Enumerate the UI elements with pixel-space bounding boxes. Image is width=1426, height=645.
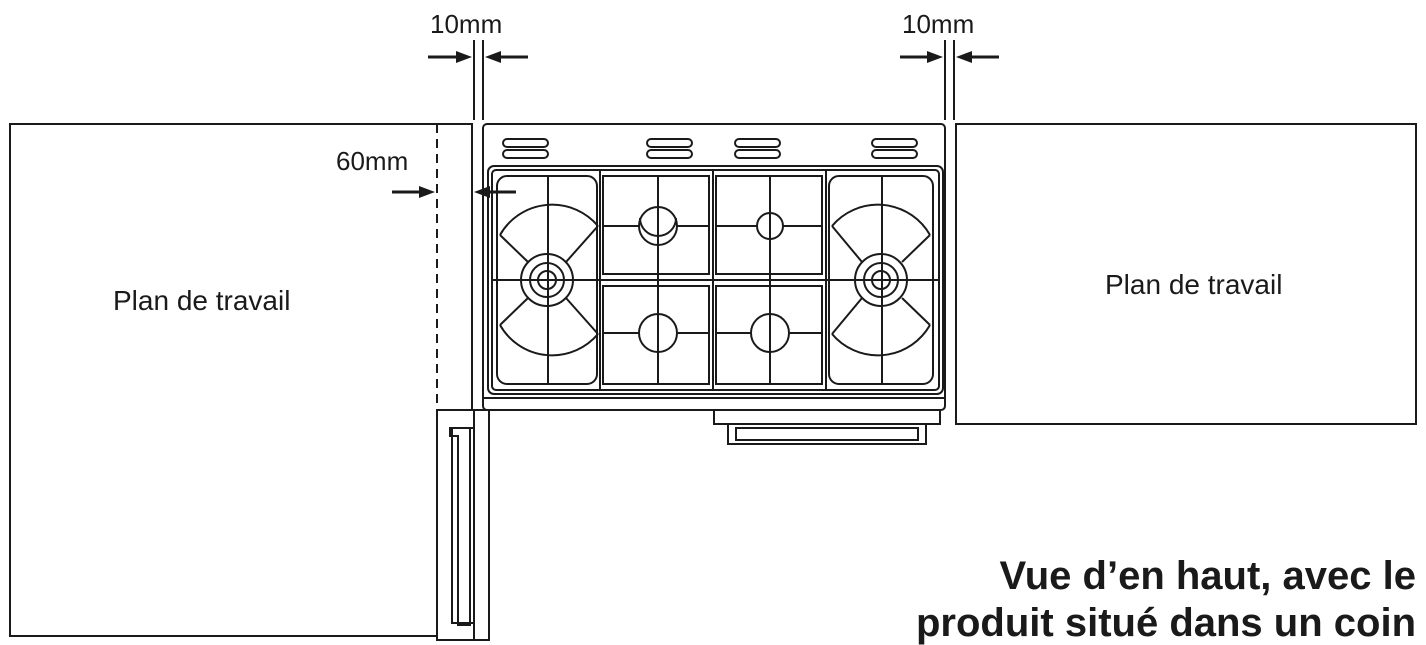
control-knobs bbox=[502, 138, 918, 159]
gap-right-extension-lines bbox=[944, 40, 955, 120]
range-cooker bbox=[482, 123, 946, 445]
cabinet-door bbox=[436, 409, 490, 641]
gap-left-label: 10mm bbox=[430, 9, 502, 39]
burner-front-right bbox=[716, 313, 822, 353]
worktop-right-label: Plan de travail bbox=[1105, 269, 1282, 300]
burner-wok-left bbox=[499, 203, 599, 357]
worktop-right-outline bbox=[955, 123, 1417, 425]
burner-front-left bbox=[603, 313, 709, 353]
gap-right-label: 10mm bbox=[902, 9, 974, 39]
worktop-left-outline bbox=[9, 123, 473, 637]
worktop-left-label: Plan de travail bbox=[113, 285, 290, 316]
burner-rear-left bbox=[603, 206, 709, 246]
caption-line-1: Vue d’en haut, avec le bbox=[1000, 554, 1416, 598]
side-clearance-label: 60mm bbox=[336, 146, 408, 176]
gap-left-extension-lines bbox=[473, 40, 484, 120]
gap-left-arrows bbox=[428, 51, 528, 63]
burner-wok-right bbox=[831, 203, 931, 357]
burner-rear-right bbox=[716, 212, 822, 240]
caption-line-2: produit situé dans un coin bbox=[916, 601, 1416, 645]
gap-right-arrows bbox=[900, 51, 999, 63]
